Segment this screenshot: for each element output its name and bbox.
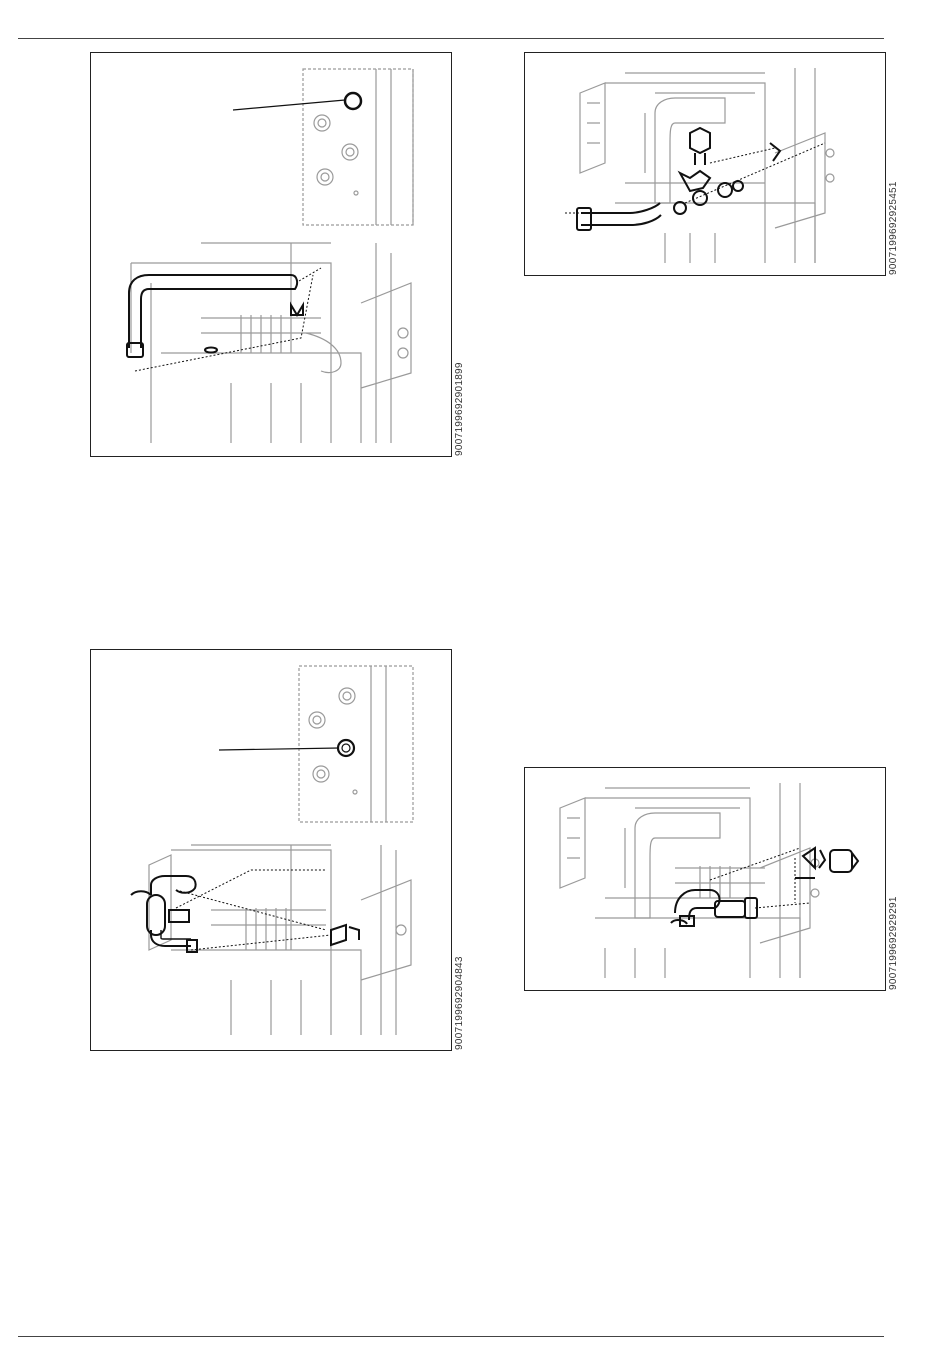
figure-3-id: 9007199692904843 (454, 956, 465, 1050)
figure-4: 9007199692929291 (524, 767, 886, 991)
footer-rule (18, 1336, 884, 1337)
figure-2-illustration (525, 53, 885, 275)
figure-4-illustration (525, 768, 885, 990)
figure-1-illustration (91, 53, 451, 456)
figure-4-id: 9007199692929291 (888, 896, 899, 990)
figure-1: 9007199692901899 (90, 52, 452, 457)
figure-3-illustration (91, 650, 451, 1050)
figure-2-id: 9007199692925451 (888, 181, 899, 275)
figure-2: 9007199692925451 (524, 52, 886, 276)
figure-1-id: 9007199692901899 (454, 362, 465, 456)
figure-3: 9007199692904843 (90, 649, 452, 1051)
header-rule (18, 38, 884, 39)
